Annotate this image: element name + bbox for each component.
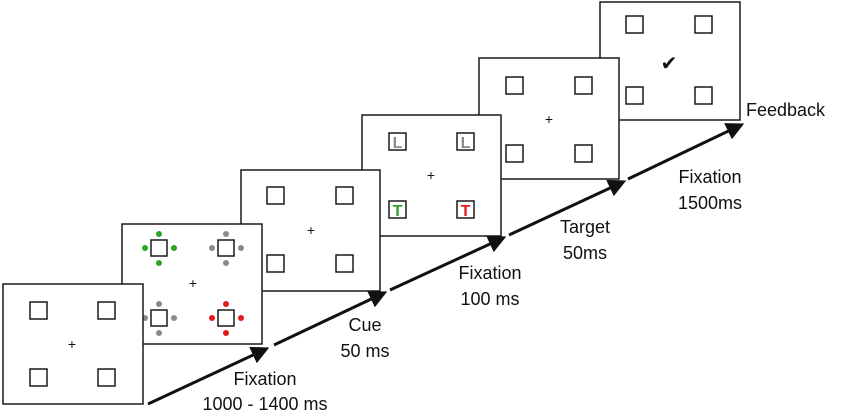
placeholder-box	[388, 132, 407, 151]
timeline-arrow	[508, 179, 627, 237]
letter-l-gray: L	[393, 135, 403, 152]
placeholder-box	[456, 132, 475, 151]
screen-fixation-initial: +	[2, 283, 144, 405]
fixation-cross: +	[189, 275, 197, 291]
timeline-arrow	[147, 346, 270, 406]
placeholder-box	[694, 86, 713, 105]
letter-t-red: T	[461, 203, 471, 220]
timeline-arrow	[389, 235, 507, 292]
cue-dot-invalid	[238, 315, 244, 321]
cue-dot-invalid	[223, 330, 229, 336]
cue-dot-neutral	[156, 330, 162, 336]
stage-label: Fixation	[233, 369, 296, 389]
stage-duration: 50ms	[563, 243, 607, 263]
stage-duration: 100 ms	[460, 289, 519, 309]
stage-label: Fixation	[458, 263, 521, 283]
stage-label: Fixation	[678, 167, 741, 187]
letter-l-gray: L	[461, 135, 471, 152]
cue-dot-neutral	[171, 315, 177, 321]
placeholder-box	[335, 186, 354, 205]
placeholder-box	[217, 309, 235, 327]
cue-dot-valid	[156, 231, 162, 237]
cue-dot-valid	[142, 245, 148, 251]
placeholder-box	[150, 239, 168, 257]
placeholder-box	[97, 368, 116, 387]
screen-cue: +	[121, 223, 263, 345]
placeholder-box	[456, 200, 475, 219]
placeholder-box	[335, 254, 354, 273]
cue-dot-neutral	[209, 245, 215, 251]
screen-feedback: ✔	[599, 1, 741, 121]
placeholder-box	[150, 309, 168, 327]
stage-label: Cue	[348, 315, 381, 335]
placeholder-box	[625, 15, 644, 34]
cue-dot-neutral	[156, 301, 162, 307]
fixation-cross: +	[307, 222, 315, 238]
placeholder-box	[694, 15, 713, 34]
screen-fixation-post: +	[478, 57, 620, 180]
letter-t-green: T	[393, 203, 403, 220]
cue-dot-neutral	[238, 245, 244, 251]
fixation-cross: +	[427, 167, 435, 183]
stage-label: Target	[560, 217, 610, 237]
screen-target: L L T T +	[361, 114, 502, 237]
stage-duration: 1000 - 1400 ms	[202, 394, 327, 414]
placeholder-box	[29, 368, 48, 387]
placeholder-box	[388, 200, 407, 219]
placeholder-box	[266, 186, 285, 205]
cue-dot-neutral	[223, 260, 229, 266]
timeline-arrow	[627, 123, 745, 181]
placeholder-box	[97, 301, 116, 320]
fixation-cross: +	[545, 111, 553, 127]
placeholder-box	[505, 144, 524, 163]
fixation-cross: +	[68, 336, 76, 352]
stage-duration: 1500ms	[678, 193, 742, 213]
checkmark-icon: ✔	[661, 53, 678, 75]
placeholder-box	[505, 76, 524, 95]
placeholder-box	[217, 239, 235, 257]
cue-dot-invalid	[209, 315, 215, 321]
timeline-arrow	[273, 291, 388, 347]
placeholder-box	[625, 86, 644, 105]
cue-dot-valid	[156, 260, 162, 266]
placeholder-box	[266, 254, 285, 273]
placeholder-box	[574, 76, 593, 95]
placeholder-box	[29, 301, 48, 320]
stage-label: Feedback	[746, 100, 826, 120]
screen-fixation-isi: +	[240, 169, 381, 292]
cue-dot-invalid	[223, 301, 229, 307]
cue-dot-valid	[171, 245, 177, 251]
placeholder-box	[574, 144, 593, 163]
stage-duration: 50 ms	[340, 341, 389, 361]
cue-dot-neutral	[223, 231, 229, 237]
